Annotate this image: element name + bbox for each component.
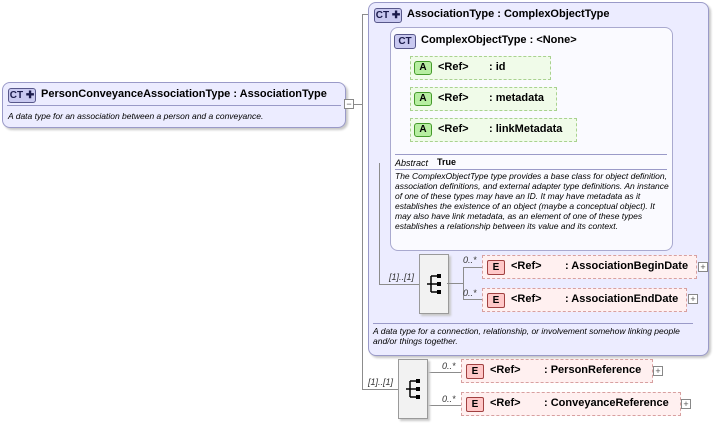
connector — [362, 14, 363, 389]
connector — [354, 104, 362, 105]
sequence-icon — [406, 379, 420, 399]
type-title: PersonConveyanceAssociationType : Associ… — [41, 88, 327, 100]
ct-badge: CT ✚ — [374, 8, 402, 23]
connector — [447, 283, 463, 284]
abstract-value: True — [437, 157, 457, 167]
expand-icon[interactable]: + — [688, 294, 698, 304]
type-title: AssociationType : ComplexObjectType — [407, 8, 610, 20]
connector — [379, 163, 380, 284]
collapse-toggle-icon[interactable]: − — [344, 99, 354, 109]
element-association-end-date[interactable]: E <Ref> : AssociationEndDate — [482, 288, 687, 312]
cardinality: [1]..[1] — [368, 377, 394, 387]
ct-badge: CT ✚ — [8, 88, 36, 103]
connector — [426, 405, 462, 406]
expand-icon[interactable]: + — [653, 366, 663, 376]
divider — [395, 154, 667, 155]
cardinality: [1]..[1] — [389, 272, 415, 282]
connector — [362, 389, 398, 390]
cardinality: 0..* — [463, 255, 477, 265]
attribute-metadata[interactable]: A <Ref> : metadata — [410, 87, 557, 111]
connector — [463, 267, 464, 299]
divider — [373, 323, 693, 324]
element-association-begin-date[interactable]: E <Ref> : AssociationBeginDate — [482, 255, 697, 279]
connector — [426, 372, 462, 373]
cardinality: 0..* — [442, 394, 456, 404]
expand-icon[interactable]: + — [698, 262, 708, 272]
association-type-box: CT ✚ AssociationType : ComplexObjectType… — [368, 2, 709, 356]
attribute-linkmetadata[interactable]: A <Ref> : linkMetadata — [410, 118, 577, 142]
sequence-compositor[interactable] — [398, 359, 428, 419]
cardinality: 0..* — [442, 361, 456, 371]
divider — [7, 105, 341, 106]
complex-object-description: The ComplexObjectType type provides a ba… — [395, 171, 669, 231]
abstract-label: Abstract — [395, 158, 429, 168]
complex-object-type-box: CT ComplexObjectType : <None> A <Ref> : … — [390, 27, 673, 251]
attribute-id[interactable]: A <Ref> : id — [410, 56, 551, 80]
connector — [463, 267, 483, 268]
ct-badge: CT — [394, 34, 416, 49]
association-description: A data type for a connection, relationsh… — [373, 326, 680, 346]
element-person-reference[interactable]: E <Ref> : PersonReference — [461, 359, 653, 383]
connector — [362, 14, 370, 15]
divider — [395, 169, 667, 170]
person-conveyance-type-box: CT ✚ PersonConveyanceAssociationType : A… — [2, 82, 346, 128]
cardinality: 0..* — [463, 288, 477, 298]
type-title: ComplexObjectType : <None> — [421, 34, 577, 46]
sequence-compositor[interactable] — [419, 254, 449, 314]
connector — [463, 299, 483, 300]
connector — [379, 284, 419, 285]
type-description: A data type for an association between a… — [8, 111, 264, 121]
sequence-icon — [427, 274, 441, 294]
element-conveyance-reference[interactable]: E <Ref> : ConveyanceReference — [461, 392, 681, 416]
expand-icon[interactable]: + — [681, 399, 691, 409]
